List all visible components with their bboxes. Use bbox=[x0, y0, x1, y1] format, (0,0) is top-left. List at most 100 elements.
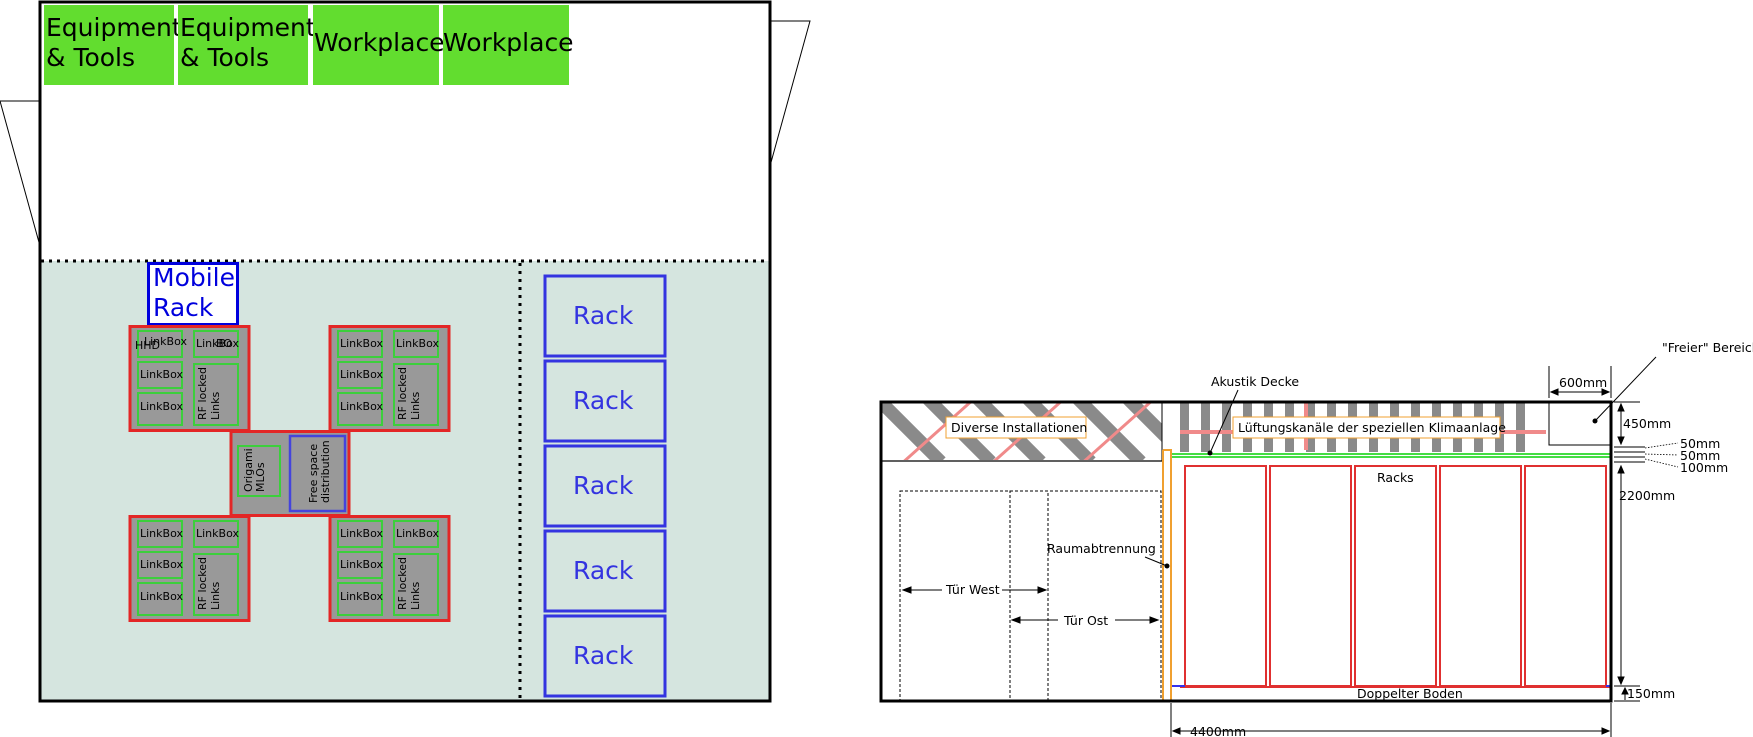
workstation-box bbox=[44, 5, 174, 85]
workstation-label: Workplace bbox=[314, 28, 445, 57]
origami-label-line2: MLOs bbox=[254, 462, 267, 492]
free-space-label-line1: Free space bbox=[307, 444, 320, 503]
diverse-label: Diverse Installationen bbox=[951, 420, 1087, 435]
workstation-equipment-tools-1: Equipment & Tools bbox=[44, 5, 182, 85]
workstation-workplace-1: Workplace bbox=[313, 5, 445, 85]
mobile-rack-label-line1: Mobile bbox=[153, 263, 235, 292]
dim-50a-label: 50mm bbox=[1680, 436, 1720, 451]
linkbox-cluster-top-right: LinkBox LinkBox LinkBox LinkBox RF locke… bbox=[328, 325, 451, 432]
workstation-box bbox=[313, 5, 439, 85]
mobile-rack-box bbox=[147, 262, 239, 326]
door-east bbox=[769, 20, 811, 167]
linkbox-label: LinkBox bbox=[340, 590, 383, 603]
workstation-box bbox=[443, 5, 569, 85]
dim-100-label: 100mm bbox=[1680, 460, 1728, 475]
rack-label: Rack bbox=[573, 471, 634, 500]
akustik-label: Akustik Decke bbox=[1211, 374, 1299, 389]
door-west bbox=[0, 100, 41, 247]
linkbox-cluster-bottom-right: LinkBox LinkBox LinkBox LinkBox RF locke… bbox=[328, 515, 451, 622]
freier-leader bbox=[1594, 356, 1657, 422]
linkbox bbox=[137, 361, 183, 389]
dim-4400-label: 4400mm bbox=[1190, 724, 1246, 737]
section-rack bbox=[1354, 465, 1437, 687]
door-east-outline bbox=[1009, 490, 1162, 702]
dim-50b-label: 50mm bbox=[1680, 448, 1720, 463]
origami-label-line1: Origami bbox=[242, 448, 255, 492]
workstation-label-line2: & Tools bbox=[180, 43, 269, 72]
raumabtrennung-leader bbox=[1144, 556, 1168, 567]
linkbox-label: LinkBox bbox=[140, 558, 183, 571]
tuer-ost-label: Tür Ost bbox=[1063, 613, 1108, 628]
free-space-distribution-box bbox=[288, 434, 347, 513]
floor-plan: Equipment & Tools Equipment & Tools Work… bbox=[0, 0, 811, 703]
dim-150-label: 150mm bbox=[1627, 686, 1675, 701]
rack-box bbox=[543, 614, 667, 698]
linkbox bbox=[337, 551, 383, 579]
linkbox-label: LinkBox bbox=[144, 335, 187, 348]
rf-locked-label-line2: Links bbox=[209, 581, 222, 610]
doppelter-boden-label: Doppelter Boden bbox=[1357, 686, 1463, 701]
rack-column: Rack Rack Rack Rack Rack bbox=[543, 274, 667, 698]
linkbox-label: LinkBox bbox=[196, 337, 239, 350]
akustik-leader-dot bbox=[1207, 450, 1213, 456]
rf-locked-label-line1: RF locked bbox=[196, 367, 209, 420]
linkbox bbox=[193, 330, 239, 358]
linkbox bbox=[193, 520, 239, 548]
rf-locked-links-box bbox=[193, 363, 239, 426]
free-zone-box bbox=[1548, 401, 1612, 446]
rack-label: Rack bbox=[573, 301, 634, 330]
dim-450-label: 450mm bbox=[1623, 416, 1671, 431]
linkbox-label: LinkBox bbox=[196, 527, 239, 540]
vertical-dimensions bbox=[1614, 401, 1645, 702]
rack-box bbox=[543, 444, 667, 528]
linkbox bbox=[137, 392, 183, 426]
rf-locked-label-line2: Links bbox=[409, 391, 422, 420]
room-outline-border bbox=[38, 0, 772, 703]
rf-locked-label-line1: RF locked bbox=[396, 557, 409, 610]
linkbox-label: LinkBox bbox=[140, 400, 183, 413]
linkbox bbox=[337, 330, 383, 358]
mobile-rack: Mobile Rack bbox=[147, 262, 239, 326]
rf-locked-links-box bbox=[393, 363, 439, 426]
linkbox bbox=[393, 330, 439, 358]
linkbox-label: LinkBox bbox=[340, 337, 383, 350]
dimension-600 bbox=[1548, 366, 1612, 398]
rf-locked-label-line2: Links bbox=[409, 581, 422, 610]
section-rack bbox=[1524, 465, 1607, 687]
origami-mlos-box bbox=[237, 445, 281, 497]
dim-600-label: 600mm bbox=[1559, 375, 1607, 390]
section-view: Diverse Installationen Lüftungskanäle de… bbox=[879, 340, 1753, 737]
workstation-box bbox=[178, 5, 308, 85]
rack-box bbox=[543, 274, 667, 358]
linkbox-label: LinkBox bbox=[340, 368, 383, 381]
linkbox-label: LinkBox bbox=[340, 527, 383, 540]
linkbox-cluster-top-left: LinkBox HHD LinkBox LinkBox LinkBox BO R… bbox=[128, 325, 251, 432]
raumabtrennung-leader-dot bbox=[1164, 563, 1170, 569]
rf-locked-label-line1: RF locked bbox=[396, 367, 409, 420]
linkbox bbox=[393, 520, 439, 548]
workstation-equipment-tools-2: Equipment & Tools bbox=[178, 5, 316, 85]
linkbox-overlap-label: BO bbox=[216, 337, 232, 350]
diverse-label-box bbox=[945, 416, 1087, 439]
dimension-dotted-leaders bbox=[1644, 442, 1679, 468]
dimension-4400 bbox=[1170, 703, 1612, 737]
linkbox bbox=[337, 520, 383, 548]
linkbox-label: LinkBox bbox=[140, 527, 183, 540]
rack-box bbox=[543, 359, 667, 443]
mobile-rack-label-line2: Rack bbox=[153, 293, 214, 322]
racks-label: Racks bbox=[1377, 470, 1414, 485]
section-outline bbox=[879, 400, 1613, 703]
workstation-label-line2: & Tools bbox=[46, 43, 135, 72]
linkbox bbox=[337, 392, 383, 426]
linkbox-overlap-label: HHD bbox=[135, 339, 160, 352]
door-east-dimension bbox=[1010, 616, 1160, 624]
section-rack bbox=[1184, 465, 1267, 687]
linkbox-label: LinkBox bbox=[396, 337, 439, 350]
distribution-center: Origami MLOs Free space distribution bbox=[229, 430, 351, 517]
lueftung-label-box bbox=[1232, 416, 1501, 439]
akustik-leader bbox=[1209, 389, 1239, 454]
workstation-label: Workplace bbox=[443, 28, 574, 57]
workstation-label-line1: Equipment bbox=[46, 13, 182, 42]
rf-locked-label-line2: Links bbox=[209, 391, 222, 420]
